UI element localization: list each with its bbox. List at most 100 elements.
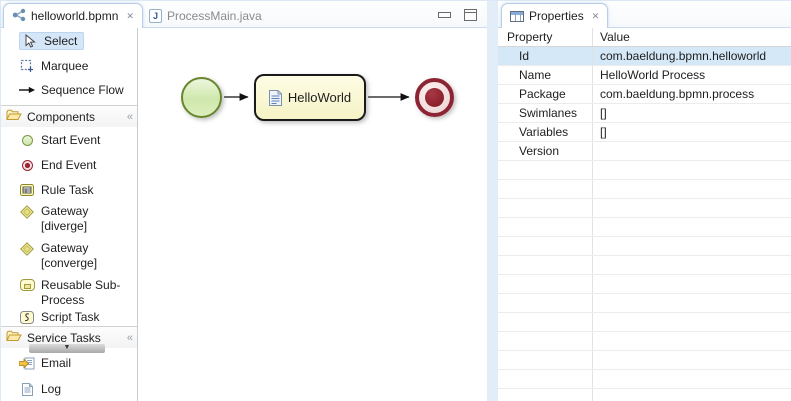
empty-row <box>498 332 791 351</box>
close-icon[interactable]: ✕ <box>126 10 134 21</box>
palette-section-components[interactable]: Components « <box>1 106 137 127</box>
folder-open-icon <box>6 109 22 124</box>
task-node-label: HelloWorld <box>287 90 352 105</box>
cursor-icon <box>22 34 38 48</box>
collapse-chevrons-icon[interactable]: « <box>126 110 133 123</box>
property-row-swimlanes[interactable]: Swimlanes [] <box>498 104 791 123</box>
palette-item-label: Reusable Sub- <box>41 278 121 292</box>
palette-item-sublabel: [diverge] <box>41 219 88 233</box>
property-name: Name <box>498 66 593 84</box>
palette-item-label: Rule Task <box>41 183 94 197</box>
tab-helloworld-bpmn[interactable]: helloworld.bpmn ✕ <box>3 3 143 28</box>
palette-tool-label: Marquee <box>41 59 89 73</box>
script-document-icon <box>268 89 282 106</box>
palette-item-email[interactable]: Email <box>19 354 71 372</box>
arrow-right-icon <box>19 86 35 94</box>
palette-item-label: Email <box>41 356 72 370</box>
property-row-version[interactable]: Version <box>498 142 791 161</box>
palette-item-label: Script Task <box>41 310 100 324</box>
palette-tool-select[interactable]: Select <box>19 32 85 50</box>
property-row-package[interactable]: Package com.baeldung.bpmn.process <box>498 85 791 104</box>
property-row-variables[interactable]: Variables [] <box>498 123 791 142</box>
bpmn-canvas[interactable]: HelloWorld <box>138 28 487 401</box>
palette-separator <box>1 326 137 327</box>
palette-tool-label: Select <box>44 34 78 48</box>
close-icon[interactable]: ✕ <box>591 10 600 21</box>
palette-item-sublabel: Process <box>41 293 85 307</box>
palette-item-label: Gateway <box>41 241 89 255</box>
palette-item-sublabel: [converge] <box>41 256 98 270</box>
palette-item-log[interactable]: Log <box>19 380 61 398</box>
palette-scroll-down-button[interactable]: ▼ <box>29 344 105 353</box>
palette-separator <box>1 105 137 106</box>
end-event-inner-dot <box>425 88 444 107</box>
property-value: com.baeldung.bpmn.process <box>600 87 755 101</box>
palette-item-label: Log <box>41 382 62 396</box>
palette-tool-label: Sequence Flow <box>41 83 124 97</box>
marquee-icon <box>19 59 35 73</box>
end-event-node[interactable] <box>415 78 454 117</box>
palette-item-gateway-converge[interactable]: Gateway [converge] <box>19 241 97 271</box>
email-icon <box>19 357 35 370</box>
tab-properties[interactable]: Properties ✕ <box>501 3 609 28</box>
empty-row <box>498 199 791 218</box>
script-task-icon <box>19 310 35 324</box>
java-file-icon: J <box>149 8 162 23</box>
property-value: [] <box>600 106 607 120</box>
empty-row <box>498 237 791 256</box>
palette-section-service-tasks[interactable]: Service Tasks « <box>1 327 137 348</box>
palette-item-start-event[interactable]: Start Event <box>19 131 100 149</box>
property-value: [] <box>600 125 607 139</box>
tab-processmain-java[interactable]: J ProcessMain.java <box>141 3 270 28</box>
property-value: com.baeldung.bpmn.helloworld <box>600 49 767 63</box>
palette-section-title: Service Tasks <box>27 330 101 345</box>
minimize-icon[interactable] <box>438 12 451 18</box>
palette-tool-marquee[interactable]: Marquee <box>19 57 88 75</box>
properties-tabbar: Properties ✕ <box>498 1 791 28</box>
folder-open-icon <box>6 330 22 345</box>
property-value: HelloWorld Process <box>600 68 706 82</box>
empty-row <box>498 370 791 389</box>
properties-table-icon <box>510 10 524 22</box>
empty-row <box>498 351 791 370</box>
maximize-icon[interactable] <box>464 9 477 21</box>
palette-section-title: Components <box>27 109 96 124</box>
collapse-chevrons-icon[interactable]: « <box>126 331 133 344</box>
gateway-icon <box>19 241 35 271</box>
property-name: Variables <box>498 123 593 141</box>
empty-row <box>498 161 791 180</box>
palette-item-rule-task[interactable]: Rule Task <box>19 181 93 199</box>
property-name: Version <box>498 142 593 160</box>
sequence-flow-arrows <box>224 93 410 101</box>
property-row-name[interactable]: Name HelloWorld Process <box>498 66 791 85</box>
rule-task-icon <box>19 184 35 196</box>
property-name: Package <box>498 85 593 103</box>
tab-label: helloworld.bpmn <box>31 9 119 23</box>
column-header-value: Value <box>600 30 630 44</box>
palette-item-end-event[interactable]: End Event <box>19 156 96 174</box>
start-event-node[interactable] <box>181 77 222 118</box>
gateway-icon <box>19 204 35 234</box>
palette-item-label: Gateway <box>41 204 89 218</box>
palette-item-gateway-diverge[interactable]: Gateway [diverge] <box>19 204 88 234</box>
palette-tool-sequence-flow[interactable]: Sequence Flow <box>19 81 124 99</box>
log-document-icon <box>19 382 35 396</box>
view-controls <box>438 9 477 21</box>
property-row-id[interactable]: Id com.baeldung.bpmn.helloworld <box>498 47 791 66</box>
properties-table: Property Value Id com.baeldung.bpmn.hell… <box>498 28 791 401</box>
end-event-icon <box>19 159 35 171</box>
editor-properties-sash[interactable] <box>487 1 498 401</box>
empty-row <box>498 180 791 199</box>
property-name: Swimlanes <box>498 104 593 122</box>
palette-item-script-task[interactable]: Script Task <box>19 308 99 326</box>
tab-label: Properties <box>529 9 584 23</box>
tab-label: ProcessMain.java <box>167 8 262 23</box>
empty-row <box>498 256 791 275</box>
task-node-helloworld[interactable]: HelloWorld <box>254 74 366 121</box>
empty-row <box>498 218 791 237</box>
empty-row <box>498 275 791 294</box>
editor-tabbar: helloworld.bpmn ✕ J ProcessMain.java <box>1 1 487 28</box>
palette-item-reusable-subprocess[interactable]: Reusable Sub- Process <box>19 278 120 308</box>
bpmn-palette: Select Marquee Sequence Flow Components … <box>1 28 138 401</box>
